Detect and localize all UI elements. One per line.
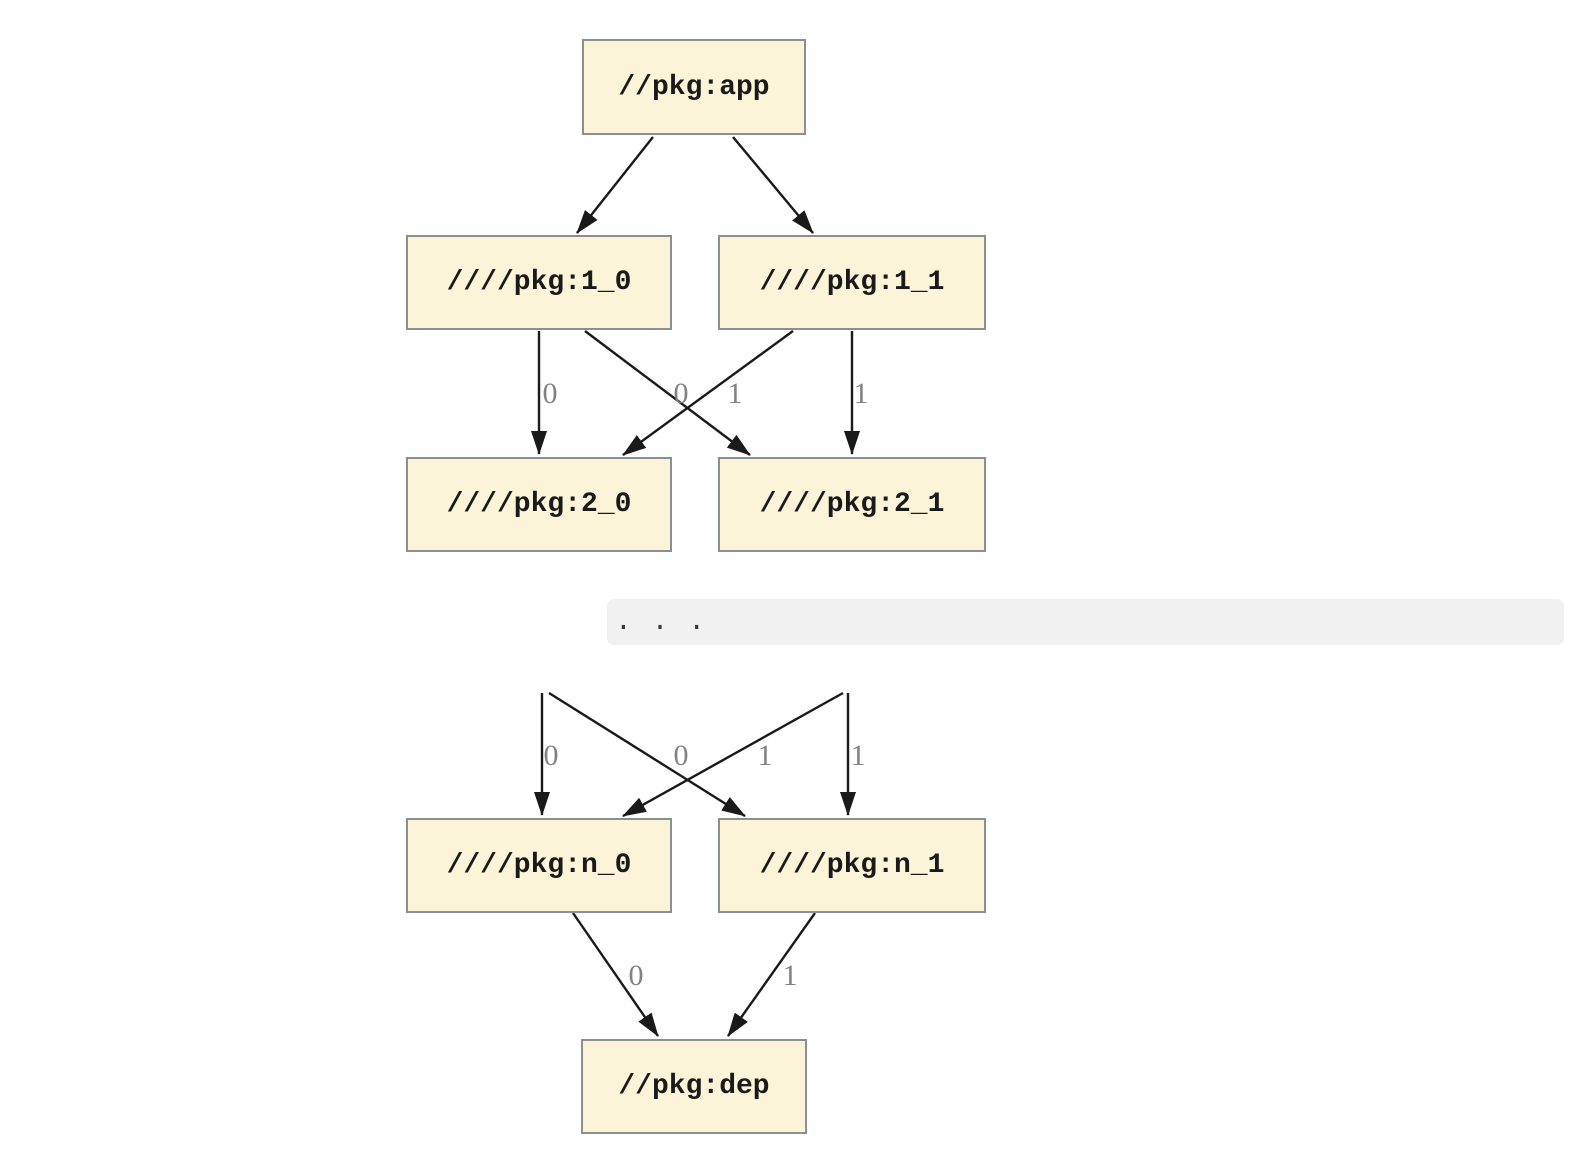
edge-label-n_1-to-dep: 1 xyxy=(783,959,798,992)
graph-node-dep: //pkg:dep xyxy=(581,1039,807,1134)
edge-ellipsis-to-n_0-cross xyxy=(622,691,844,818)
ellipsis-dots: . . . xyxy=(615,606,706,638)
graph-node-2_1: ////pkg:2_1 xyxy=(718,457,986,552)
edge-label-1_1-to-2_1: 1 xyxy=(854,377,869,410)
edge-label-1_0-to-2_1: 0 xyxy=(674,377,689,410)
edge-label-ellipsis-to-n_0: 0 xyxy=(544,739,559,772)
graph-node-2_0: ////pkg:2_0 xyxy=(406,457,672,552)
edge-1_0-to-2_1 xyxy=(584,330,751,456)
edge-label-ellipsis-to-n_0-cross: 1 xyxy=(758,739,773,772)
edge-label-1_0-to-2_0: 0 xyxy=(543,377,558,410)
edge-label-ellipsis-to-n_1-straight: 1 xyxy=(851,739,866,772)
graph-node-1_0: ////pkg:1_0 xyxy=(406,235,672,330)
edge-app-to-1_1 xyxy=(732,136,814,234)
edge-app-to-1_0 xyxy=(576,136,654,234)
ellipsis-row-bar: . . . xyxy=(607,599,1564,645)
edge-n_1-to-dep xyxy=(727,912,816,1037)
edge-ellipsis-to-n_1 xyxy=(548,691,746,818)
graph-node-n_0: ////pkg:n_0 xyxy=(406,818,672,913)
graph-node-1_1: ////pkg:1_1 xyxy=(718,235,986,330)
edge-label-1_1-to-2_0: 1 xyxy=(728,377,743,410)
edge-label-ellipsis-to-n_1: 0 xyxy=(674,739,689,772)
edge-label-n_0-to-dep: 0 xyxy=(629,959,644,992)
graph-node-n_1: ////pkg:n_1 xyxy=(718,818,986,913)
graph-node-app: //pkg:app xyxy=(582,39,806,135)
edge-1_1-to-2_0 xyxy=(622,330,794,456)
edge-n_0-to-dep xyxy=(572,912,659,1037)
